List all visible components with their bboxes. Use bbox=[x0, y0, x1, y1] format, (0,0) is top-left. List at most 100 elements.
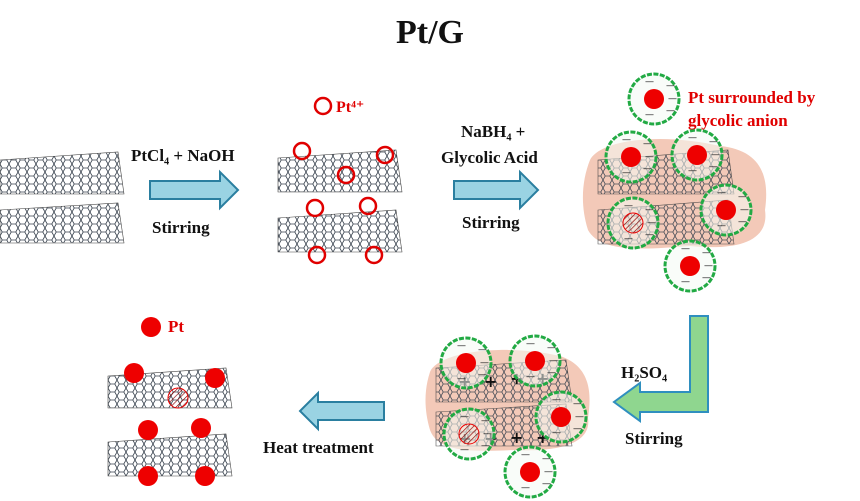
pt-ion bbox=[292, 141, 312, 161]
pt-particle bbox=[138, 466, 158, 486]
pt-core bbox=[622, 212, 644, 234]
step4-condition: Heat treatment bbox=[263, 438, 374, 457]
anion-shell-particle: ————— bbox=[439, 336, 493, 390]
anion-shell-particle: — — — — — bbox=[627, 72, 681, 126]
graphene-sheet bbox=[0, 202, 125, 244]
anion-charge-minus: — bbox=[552, 428, 561, 438]
pt-ion bbox=[305, 198, 325, 218]
anion-charge-minus: — bbox=[573, 399, 582, 409]
anion-charge-minus: — bbox=[704, 261, 713, 271]
anion-charge-minus: — bbox=[647, 218, 656, 228]
anion-charge-minus: — bbox=[738, 217, 747, 227]
proton-charge-plus: + bbox=[510, 428, 523, 447]
process-arrow-2 bbox=[453, 169, 540, 211]
pt-core bbox=[687, 145, 707, 165]
anion-charge-minus: — bbox=[573, 424, 582, 434]
anion-charge-minus: — bbox=[645, 110, 654, 120]
anion-charge-minus: — bbox=[717, 221, 726, 231]
pt-particle bbox=[205, 368, 225, 388]
graphene-stack-protonated: ++++++++ ————————————————————————— bbox=[425, 334, 590, 499]
graphene-sheet bbox=[107, 433, 233, 477]
graphene-sheet bbox=[0, 151, 125, 195]
pt-particle bbox=[191, 418, 211, 438]
pt-ion bbox=[313, 96, 333, 116]
pt-core bbox=[458, 423, 480, 445]
pt-core bbox=[716, 200, 736, 220]
pt-particle bbox=[195, 466, 215, 486]
anion-shell-particle: ————— bbox=[442, 407, 496, 461]
step1-condition: Stirring bbox=[152, 218, 210, 237]
pt-label: Pt bbox=[168, 317, 185, 336]
pt-particle bbox=[141, 317, 161, 337]
anion-charge-minus: — bbox=[526, 339, 535, 349]
anion-charge-minus: — bbox=[547, 343, 556, 353]
anion-charge-minus: — bbox=[478, 345, 487, 355]
anion-charge-minus: — bbox=[526, 372, 535, 382]
graphene-stack-final bbox=[107, 317, 233, 486]
anion-shell-particle: ————— bbox=[699, 183, 753, 237]
pt-core bbox=[680, 256, 700, 276]
anion-charge-minus: — bbox=[702, 248, 711, 258]
anion-charge-minus: — bbox=[688, 133, 697, 143]
pt-particle bbox=[138, 420, 158, 440]
pt-ion bbox=[307, 245, 327, 265]
diagram-title: Pt/G bbox=[396, 14, 464, 51]
anion-charge-minus: — bbox=[645, 205, 654, 215]
graphene-stack-anion-shell: —————————————————————————————— bbox=[582, 72, 767, 293]
anion-shell-particle: — — — — — bbox=[663, 239, 717, 293]
anion-charge-minus: — bbox=[624, 234, 633, 244]
anion-charge-minus: — bbox=[575, 412, 584, 422]
anion-charge-minus: — bbox=[622, 168, 631, 178]
graphene-sheet bbox=[277, 209, 403, 253]
anion-charge-minus: — bbox=[681, 277, 690, 287]
pt-ion bbox=[336, 165, 356, 185]
process-arrow-4 bbox=[298, 390, 385, 432]
anion-charge-minus: — bbox=[645, 77, 654, 87]
anion-charge-minus: — bbox=[709, 162, 718, 172]
pt-core bbox=[525, 351, 545, 371]
graphene-stack-pt-ions bbox=[277, 96, 403, 265]
process-arrow-3 bbox=[612, 315, 709, 423]
anion-charge-minus: — bbox=[643, 139, 652, 149]
pt-particle bbox=[124, 363, 144, 383]
anion-shell-particle: — — — — — bbox=[508, 334, 562, 388]
step3-reagent: H₂SO₄ bbox=[621, 363, 668, 382]
anion-shell-particle: ————— bbox=[503, 445, 557, 499]
graphene-stack-initial bbox=[0, 151, 125, 244]
pt4-label: Pt⁴⁺ bbox=[336, 99, 365, 116]
step1-reagent: PtCl₄ + NaOH bbox=[131, 146, 235, 165]
pt-ion bbox=[364, 245, 384, 265]
anion-charge-minus: — bbox=[709, 137, 718, 147]
anion-charge-minus: — bbox=[702, 273, 711, 283]
anion-charge-minus: — bbox=[480, 358, 489, 368]
anion-charge-minus: — bbox=[478, 370, 487, 380]
anion-charge-minus: — bbox=[681, 244, 690, 254]
anion-charge-minus: — bbox=[521, 483, 530, 493]
anion-charge-minus: — bbox=[481, 441, 490, 451]
anion-charge-minus: — bbox=[688, 166, 697, 176]
pt-core bbox=[456, 353, 476, 373]
anion-charge-minus: — bbox=[668, 94, 677, 104]
pt-particle bbox=[167, 387, 189, 409]
anion-charge-minus: — bbox=[483, 429, 492, 439]
anion-shell-particle: ————— bbox=[606, 196, 660, 250]
anion-charge-minus: — bbox=[666, 81, 675, 91]
anion-charge-minus: — bbox=[547, 368, 556, 378]
anion-shell-particle: ————— bbox=[604, 130, 658, 184]
anion-charge-minus: — bbox=[666, 106, 675, 116]
anion-charge-minus: — bbox=[457, 341, 466, 351]
anion-charge-minus: — bbox=[521, 450, 530, 460]
anion-charge-minus: — bbox=[738, 192, 747, 202]
step2-condition: Stirring bbox=[462, 213, 520, 232]
anion-charge-minus: — bbox=[717, 188, 726, 198]
step2-reagent-line2: Glycolic Acid bbox=[441, 148, 538, 167]
anion-charge-minus: — bbox=[552, 395, 561, 405]
pt-core bbox=[520, 462, 540, 482]
pt-core bbox=[644, 89, 664, 109]
pt-ion bbox=[358, 196, 378, 216]
anion-charge-minus: — bbox=[549, 356, 558, 366]
anion-charge-minus: — bbox=[481, 416, 490, 426]
anion-charge-minus: — bbox=[542, 479, 551, 489]
